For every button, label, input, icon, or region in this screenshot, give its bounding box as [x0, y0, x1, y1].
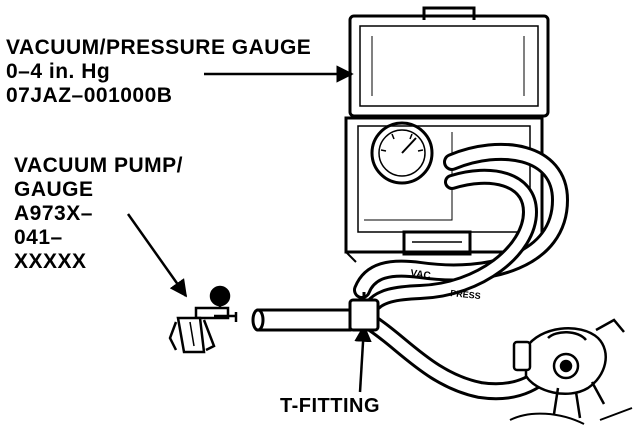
t-fitting-arrow	[354, 324, 372, 393]
vacuum-pump	[168, 285, 238, 354]
t-fitting	[348, 292, 380, 332]
gauge-case	[344, 6, 550, 263]
pump-label-line4: 041–	[14, 226, 63, 249]
hose-marking-vac: VAC	[410, 268, 432, 282]
hose-marking-press: PRESS	[450, 288, 481, 301]
vacuum-pump-gauge-label: VACUUM PUMP/ GAUGE A973X– 041– XXXXX	[14, 154, 183, 274]
gauge-label-name: VACUUM/PRESSURE GAUGE	[6, 36, 312, 59]
case-lid-handle	[422, 6, 476, 20]
pump-label-line3: A973X–	[14, 202, 93, 225]
pump-label-line2: GAUGE	[14, 178, 94, 201]
case-latch	[402, 230, 472, 256]
pump-label-line5: XXXXX	[14, 250, 87, 273]
pump-label-line1: VACUUM PUMP/	[14, 154, 183, 177]
gauge-label-part-number: 07JAZ–001000B	[6, 84, 173, 107]
gauge-label-range: 0–4 in. Hg	[6, 60, 111, 83]
case-lid	[348, 14, 550, 118]
t-fitting-label: T-FITTING	[280, 395, 381, 417]
engine-component	[509, 318, 633, 425]
gauge-dial	[370, 121, 434, 185]
vacuum-pressure-gauge-label: VACUUM/PRESSURE GAUGE 0–4 in. Hg 07JAZ–0…	[6, 36, 311, 108]
pump-arrow	[126, 213, 188, 298]
pump-tube	[251, 308, 352, 332]
